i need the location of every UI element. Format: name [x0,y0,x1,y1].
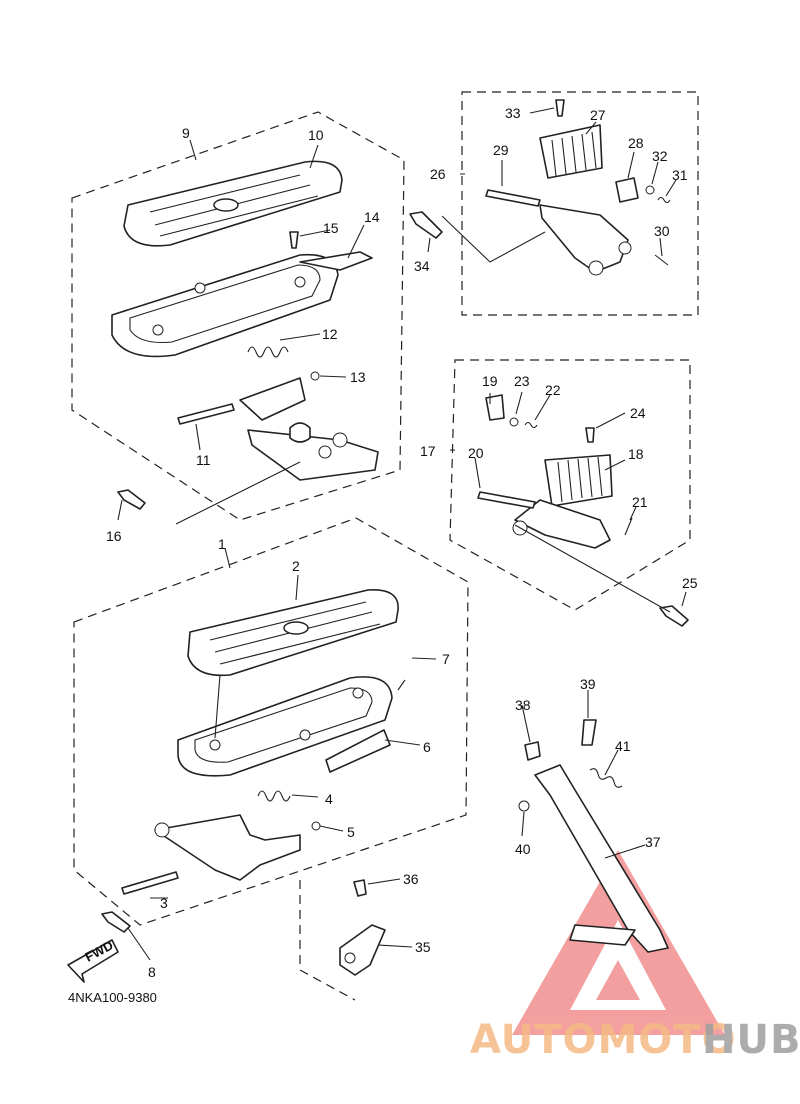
bolt-25 [659,605,689,627]
label-27: 27 [590,107,606,123]
label-23: 23 [514,373,530,389]
label-6: 6 [423,739,431,755]
bolt-34 [409,211,443,239]
fwd-arrow-icon: FWD [67,938,119,983]
label-29: 29 [493,142,509,158]
label-38: 38 [515,697,531,713]
sidestand-37 [518,719,669,953]
label-35: 35 [415,939,431,955]
label-1: 1 [218,536,226,552]
spring-4 [257,790,291,802]
diagram-code: 4NKA100-9380 [68,990,157,1005]
watermark-part1: AUTOMOTO [470,1017,737,1063]
label-11: 11 [196,452,211,468]
label-30: 30 [654,223,670,239]
label-41: 41 [615,738,631,754]
group-1-frame [73,517,469,926]
label-2: 2 [292,558,300,574]
label-8: 8 [148,964,156,980]
label-24: 24 [630,405,646,421]
bolt-8 [101,911,131,933]
label-33: 33 [505,105,521,121]
label-28: 28 [628,135,644,151]
footrest-26 [485,99,671,276]
label-12: 12 [322,326,338,342]
label-40: 40 [515,841,531,857]
leader-lines [117,107,687,961]
label-14: 14 [364,209,380,225]
label-21: 21 [632,494,648,510]
label-39: 39 [580,676,596,692]
footboard-mat-lower [187,589,399,677]
label-34: 34 [414,258,430,274]
bracket-35 [339,879,386,976]
footrest-17 [477,394,633,549]
label-17: 17 [420,443,436,459]
bracket-upper [177,377,379,481]
label-4: 4 [325,791,333,807]
label-16: 16 [106,528,122,544]
bracket-lower [121,814,301,895]
label-37: 37 [645,834,661,850]
label-5: 5 [347,824,355,840]
footboard-frame-upper [111,231,373,358]
label-7: 7 [442,651,450,667]
label-9: 9 [182,125,190,141]
label-20: 20 [468,445,484,461]
bracket-35 [299,880,356,1001]
bolt-16 [117,489,146,510]
group-9-frame [71,111,405,521]
footboard-mat-upper [123,160,343,247]
washer-5 [311,821,321,831]
spring-12 [247,346,289,358]
label-31: 31 [672,167,688,183]
label-36: 36 [403,871,419,887]
footboard-frame-lower [177,676,393,777]
part-labels: 9 10 15 14 12 13 11 16 1 2 7 6 4 5 3 8 3… [68,105,698,1005]
group-26-frame [461,91,699,316]
label-22: 22 [545,382,561,398]
label-19: 19 [482,373,498,389]
label-3: 3 [160,895,168,911]
watermark-part2: HUB [702,1017,800,1063]
washer-13 [310,371,320,381]
watermark-text: AUTOMOTO HUB [470,1017,800,1063]
label-10: 10 [308,127,324,143]
label-18: 18 [628,446,644,462]
label-25: 25 [682,575,698,591]
label-32: 32 [652,148,668,164]
label-26: 26 [430,166,446,182]
label-13: 13 [350,369,366,385]
label-15: 15 [323,220,339,236]
group-17-frame [449,359,691,611]
